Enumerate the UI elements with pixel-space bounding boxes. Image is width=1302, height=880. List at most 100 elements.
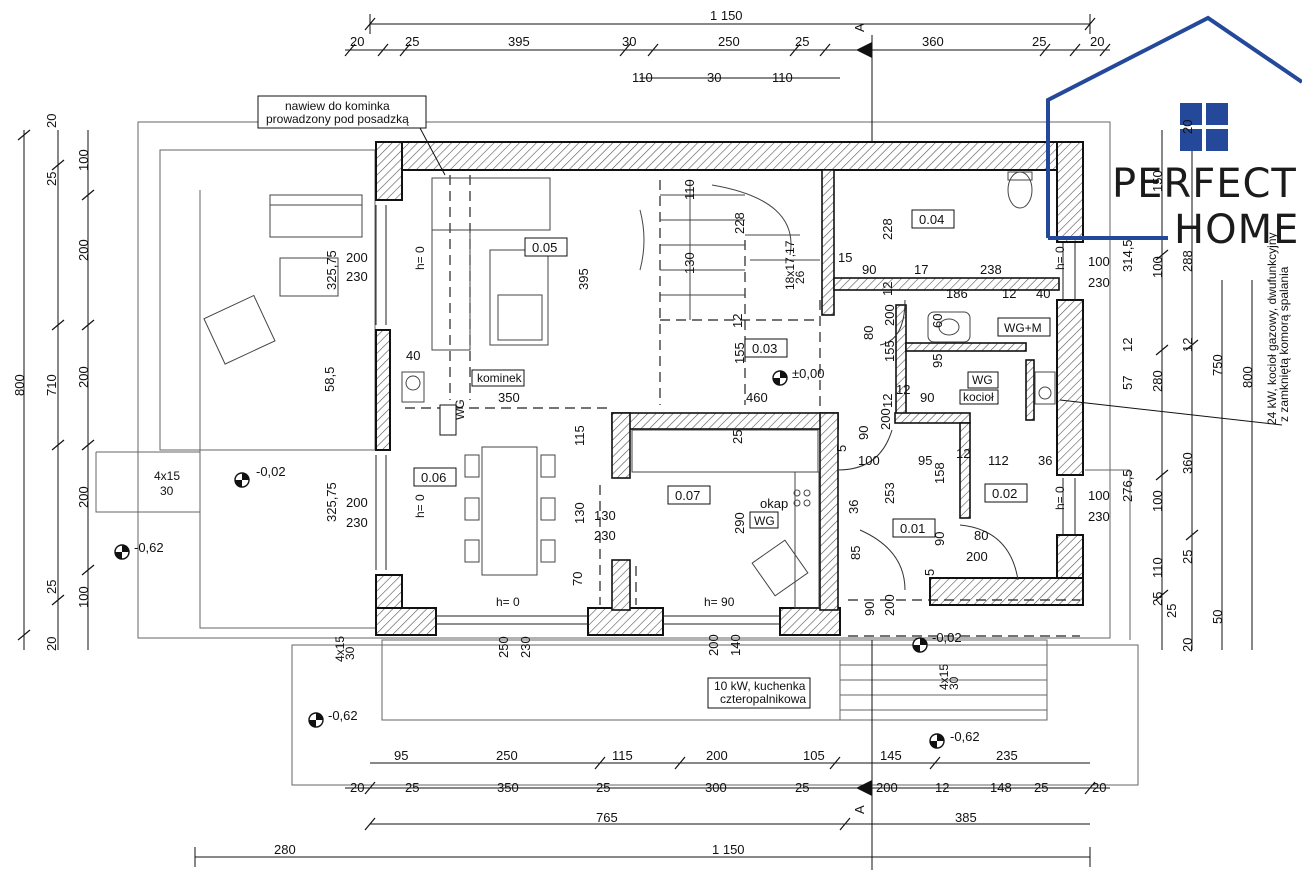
dim-b2-1: 20 — [350, 780, 364, 795]
dim-i-228: 228 — [732, 212, 747, 234]
dim-b1-5: 105 — [803, 748, 825, 763]
dim-b2-9: 148 — [990, 780, 1012, 795]
dim-i-130: 130 — [682, 252, 697, 274]
dim-b4-2: 1 150 — [712, 842, 745, 857]
level-ground-sw: -0,62 — [328, 708, 358, 723]
dim-i-12e: 12 — [956, 446, 970, 461]
dim-i-200f: 200 — [882, 594, 897, 616]
dim-i-17: 17 — [914, 262, 928, 277]
leader-line-2 — [1059, 399, 1283, 426]
dim-i-228b: 228 — [880, 218, 895, 240]
section-marker-top: A — [852, 23, 867, 32]
dim-right-total: 800 — [1240, 366, 1255, 388]
logo-window-icon — [1180, 103, 1228, 151]
label-kociol: kocioł — [963, 390, 994, 404]
exterior-walls — [375, 141, 1084, 636]
label-h0-east-2: h= 0 — [1053, 486, 1067, 510]
dim-i-25: 25 — [730, 430, 745, 444]
dim-i-36b: 36 — [846, 500, 861, 514]
dim-right-b4: 25 — [1180, 550, 1195, 564]
dim-i-200g: 200 — [706, 634, 721, 656]
dim-b2-10: 25 — [1034, 780, 1048, 795]
dim-top-2: 25 — [405, 34, 419, 49]
label-wg-boiler: WG — [972, 373, 993, 387]
dim-b3-1: 765 — [596, 810, 618, 825]
dim-right-d1: 20 — [1180, 120, 1195, 134]
dim-i-15: 15 — [838, 250, 852, 265]
label-stairs-2: 26 — [793, 270, 807, 284]
dim-top-7: 360 — [922, 34, 944, 49]
section-markers — [856, 42, 872, 796]
dim-right-a3: 57 — [1120, 376, 1135, 390]
dim-i-230b: 230 — [346, 515, 368, 530]
top-dimension-text: 1 150 20 25 395 30 250 25 360 25 20 110 … — [350, 8, 1104, 85]
dim-i-140: 140 — [728, 634, 743, 656]
dim-top-9: 20 — [1090, 34, 1104, 49]
leader-line — [419, 127, 446, 176]
dashed-lines — [405, 175, 1080, 637]
left-dimension-text: 800 710 20 25 200 200 200 25 20 100 100 — [12, 114, 91, 651]
dim-i-90b: 90 — [920, 390, 934, 405]
dim-right-d4: 20 — [1180, 638, 1195, 652]
room-labels: 0.05 0.06 0.07 0.03 0.04 0.02 0.01 — [421, 212, 1017, 536]
dim-i-130c: 130 — [594, 508, 616, 523]
dim-i-200e: 200 — [966, 549, 988, 564]
furniture — [203, 171, 1056, 609]
dim-left-6: 25 — [44, 580, 59, 594]
dim-i-200a: 200 — [346, 250, 368, 265]
note-boiler-2: z zamkniętą komorą spalania — [1277, 266, 1291, 422]
section-marker-bottom: A — [852, 805, 867, 814]
room-0-07: 0.07 — [675, 488, 700, 503]
annotations: nawiew do kominka prowadzony pod posadzk… — [266, 99, 1291, 706]
dim-i-230c: 230 — [594, 528, 616, 543]
doors — [837, 299, 1019, 591]
dim-i-40: 40 — [406, 348, 420, 363]
room-0-01: 0.01 — [900, 521, 925, 536]
note-stove-2: czteropalnikowa — [720, 692, 806, 706]
dim-right-a2: 314,5 — [1120, 239, 1135, 272]
dim-top-6: 25 — [795, 34, 809, 49]
label-h0-west-1: h= 0 — [413, 246, 427, 270]
dim-i-70: 70 — [570, 572, 585, 586]
label-h0-bottom: h= 0 — [496, 595, 520, 609]
dim-i-12d: 12 — [896, 382, 910, 397]
dim-i-460: 460 — [746, 390, 768, 405]
note-vent-2: prowadzony pod posadzką — [266, 112, 409, 126]
dim-right-a6: 25 — [1150, 592, 1165, 606]
dim-b1-4: 200 — [706, 748, 728, 763]
dim-i-12c: 12 — [880, 282, 895, 296]
dim-b2-6: 25 — [795, 780, 809, 795]
dim-i-95b: 95 — [918, 453, 932, 468]
dim-i-80: 80 — [861, 326, 876, 340]
dim-i-90e: 90 — [862, 602, 877, 616]
dim-i-112: 112 — [988, 453, 1009, 468]
dim-right-b1: 288 — [1180, 250, 1195, 272]
dim-right-b3: 360 — [1180, 452, 1195, 474]
dim-i-90c: 90 — [856, 426, 871, 440]
label-wg-kitchen: WG — [754, 514, 775, 528]
note-stove-1: 10 kW, kuchenka — [714, 679, 806, 693]
dim-i-186: 186 — [946, 286, 968, 301]
dim-b1-6: 145 — [880, 748, 902, 763]
dim-i-230a: 230 — [346, 269, 368, 284]
dim-left-7: 20 — [44, 637, 59, 651]
dim-right-c3: 100 — [1150, 490, 1165, 512]
room-0-06: 0.06 — [421, 470, 446, 485]
dim-i-290: 290 — [732, 512, 747, 534]
dim-left-total: 800 — [12, 374, 27, 396]
logo-house-outline — [1046, 15, 1302, 238]
note-boiler-1: 24 kW, kocioł gazowy, dwufunkcyjny — [1265, 232, 1279, 425]
right-dimension-text: 800 750 150 314,5 57 276,5 110 25 288 28… — [1120, 120, 1255, 652]
dim-b2-7: 200 — [876, 780, 898, 795]
dim-top2-3: 110 — [772, 70, 793, 85]
label-okap: okap — [760, 496, 788, 511]
dim-i-90d: 90 — [932, 532, 947, 546]
steps-south: 4x15 — [333, 636, 347, 662]
dim-top-4: 30 — [622, 34, 636, 49]
steps-south-depth: 30 — [343, 646, 357, 660]
logo: PERFECT HOME — [1046, 15, 1302, 253]
dim-i-100: 100 — [858, 453, 880, 468]
dim-i-395: 395 — [576, 268, 591, 290]
dim-right-a5: 110 — [1150, 557, 1165, 578]
